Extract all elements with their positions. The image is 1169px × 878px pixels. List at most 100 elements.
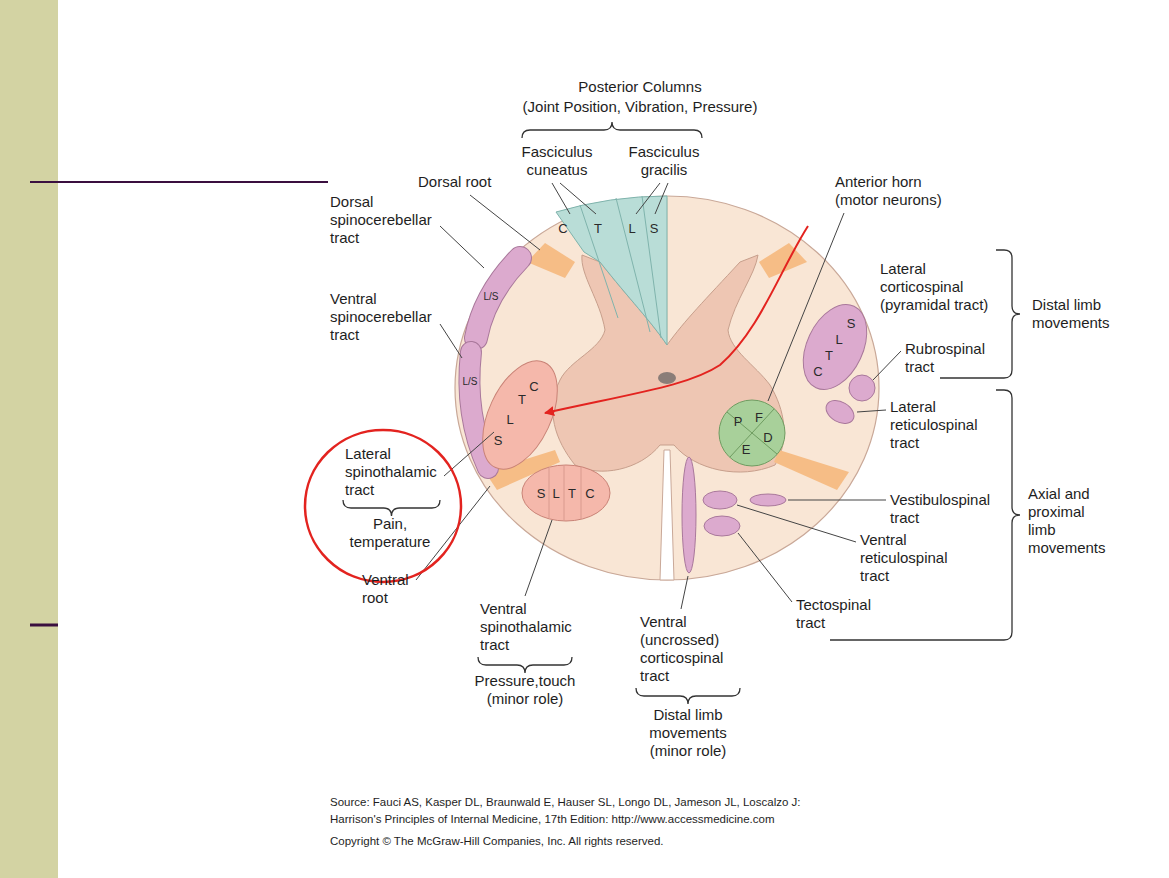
segment-letter: C [529, 380, 538, 393]
motor-neuron-pool [719, 400, 785, 466]
segment-letter: L [552, 487, 559, 500]
ventral-spinothalamic-tract [522, 465, 610, 521]
rubrospinal-tract [849, 375, 875, 401]
tract-outline [476, 258, 520, 338]
root-label: Dorsal root [418, 173, 513, 191]
tract-label: Vestibulospinal tract [890, 491, 1000, 527]
bracket [940, 250, 1020, 378]
segment-letter: T [568, 487, 576, 500]
group-subheading: (Joint Position, Vibration, Pressure) [505, 98, 775, 116]
segment-letter: C [585, 487, 594, 500]
leader-line [440, 226, 484, 268]
tract-label: Dorsal spinocerebellar tract [330, 193, 440, 247]
function-label: Pain, temperature [335, 515, 445, 551]
pathway-arrow [545, 226, 808, 413]
segment-letter: S [847, 317, 856, 330]
segment-letter: S [650, 222, 659, 235]
segment-letter: L [628, 222, 635, 235]
segment-letter: P [734, 415, 743, 428]
posterior-columns [556, 196, 667, 345]
bracket [636, 688, 740, 704]
segment-letter: T [518, 393, 526, 406]
tract-region: L/S [457, 373, 483, 391]
dorsal-spinocerebellar-tract [476, 258, 520, 338]
highlight-ring [305, 430, 461, 582]
tract-region: CTLS [806, 312, 862, 382]
tract-region: SLTC [532, 482, 600, 506]
lateral-reticulospinal-tract [822, 396, 858, 428]
leader-line [737, 505, 856, 542]
tract-label: Fasciculus gracilis [624, 143, 704, 179]
segment-letter: C [813, 365, 822, 378]
braces [478, 122, 1020, 704]
tract-label: Fasciculus cuneatus [516, 143, 598, 179]
function-label: Pressure,touch (minor role) [465, 672, 585, 708]
copyright-note: Copyright © The McGraw-Hill Companies, I… [330, 834, 1030, 848]
side-bar [0, 0, 58, 878]
tract-label: Lateral spinothalamic tract [345, 445, 445, 499]
segment-letter: L/S [462, 377, 477, 387]
segment-letter: S [494, 434, 503, 447]
rule-line [30, 624, 58, 627]
white-matter [455, 196, 879, 580]
leader-line [560, 183, 596, 214]
tract-label: Rubrospinal tract [905, 340, 1000, 376]
segment-letter: E [742, 443, 751, 456]
source-note: Harrison's Principles of Internal Medici… [330, 812, 1030, 826]
region-label: Anterior horn (motor neurons) [835, 173, 960, 209]
tract-region: LS [620, 214, 666, 242]
segment-letter: T [594, 222, 602, 235]
function-label: Distal limb movements (minor role) [638, 706, 738, 760]
leader-line [440, 324, 462, 358]
leader-line [525, 520, 552, 596]
lateral-spinothalamic-tract [467, 349, 572, 480]
leader-line [788, 500, 886, 501]
column-divider [580, 196, 661, 338]
leader-line [655, 183, 668, 214]
tectospinal-tract [704, 516, 740, 536]
segment-letter: S [537, 487, 546, 500]
tract-label: Lateral reticulospinal tract [890, 398, 1000, 452]
tract-label: Ventral (uncrossed) corticospinal tract [640, 613, 740, 685]
leader-line [636, 183, 660, 214]
leader-line [768, 213, 844, 401]
ventral-reticulospinal-tract [703, 491, 737, 509]
segment-letter: C [558, 222, 567, 235]
gray-matter [553, 255, 784, 472]
central-canal [658, 372, 676, 384]
tract-label: Ventral spinothalamic tract [480, 600, 580, 654]
segment-letter: L [506, 413, 513, 426]
ventral-fissure [660, 450, 674, 580]
bracket [478, 657, 572, 673]
tract-label: Ventral spinocerebellar tract [330, 290, 440, 344]
bracket [343, 500, 440, 516]
leader-line [857, 410, 886, 412]
leader-line [681, 576, 688, 609]
tract-region: L/S [478, 288, 504, 306]
leader-line [873, 351, 901, 380]
ventral-corticospinal-tract [682, 457, 696, 573]
tract-region: SLTC [489, 377, 545, 449]
segment-letter: L/S [483, 292, 498, 302]
function-label: Distal limb movements [1032, 296, 1132, 332]
motor-neuron-divider [727, 409, 777, 457]
highlight-circle: Lateral spinothalamic tractPain, tempera… [302, 427, 464, 585]
tract-label: Tectospinal tract [796, 596, 886, 632]
leader-lines [416, 183, 901, 609]
source-note: Source: Fauci AS, Kasper DL, Braunwald E… [330, 795, 1030, 809]
segment-letter: L [835, 333, 842, 346]
group-heading: Posterior Columns [540, 78, 740, 96]
leader-line [738, 533, 792, 602]
rule-line [30, 181, 328, 183]
tract-divider [549, 465, 581, 521]
function-label: Axial and proximal limb movements [1028, 485, 1110, 557]
leader-line [552, 183, 570, 214]
vestibulospinal-tract [750, 494, 786, 506]
root-label: Ventral root [362, 571, 422, 607]
tract-region: PFDE [728, 408, 778, 458]
segment-letter: F [755, 411, 763, 424]
segment-letter: T [825, 349, 833, 362]
